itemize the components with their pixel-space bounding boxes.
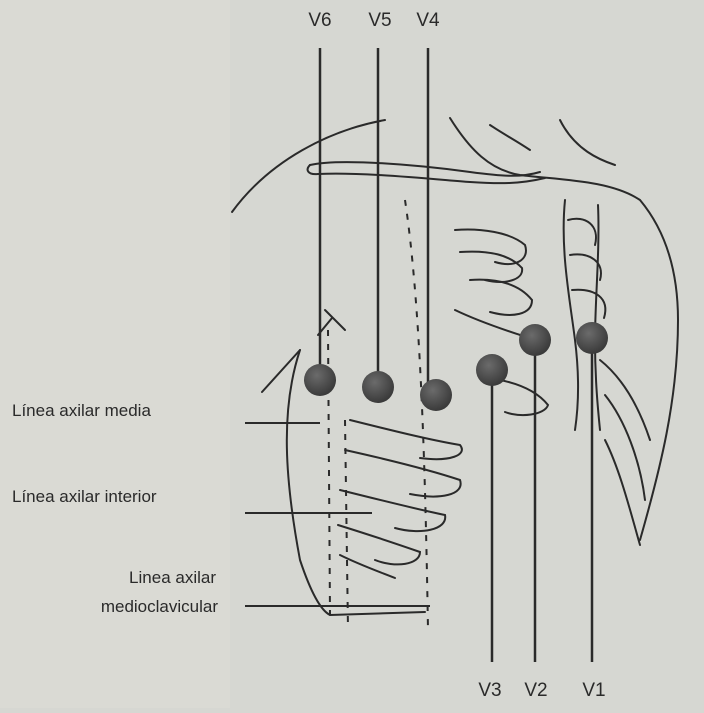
label-axilar-media: Línea axilar media xyxy=(12,401,151,420)
lead-label-v2: V2 xyxy=(524,680,547,701)
lead-label-v5: V5 xyxy=(368,10,391,31)
label-medioclavicular-line1: Linea axilar xyxy=(129,568,216,587)
electrode-v2 xyxy=(519,324,551,356)
lead-label-v1: V1 xyxy=(582,680,605,701)
lead-label-v3: V3 xyxy=(478,680,501,701)
electrode-v6 xyxy=(304,364,336,396)
electrode-v4 xyxy=(420,379,452,411)
electrode-v3 xyxy=(476,354,508,386)
lead-label-v6: V6 xyxy=(308,10,331,31)
electrode-v5 xyxy=(362,371,394,403)
electrode-v1 xyxy=(576,322,608,354)
lead-label-v4: V4 xyxy=(416,10,440,31)
label-axilar-interior: Línea axilar interior xyxy=(12,487,157,506)
label-medioclavicular-line2: medioclavicular xyxy=(101,597,218,616)
